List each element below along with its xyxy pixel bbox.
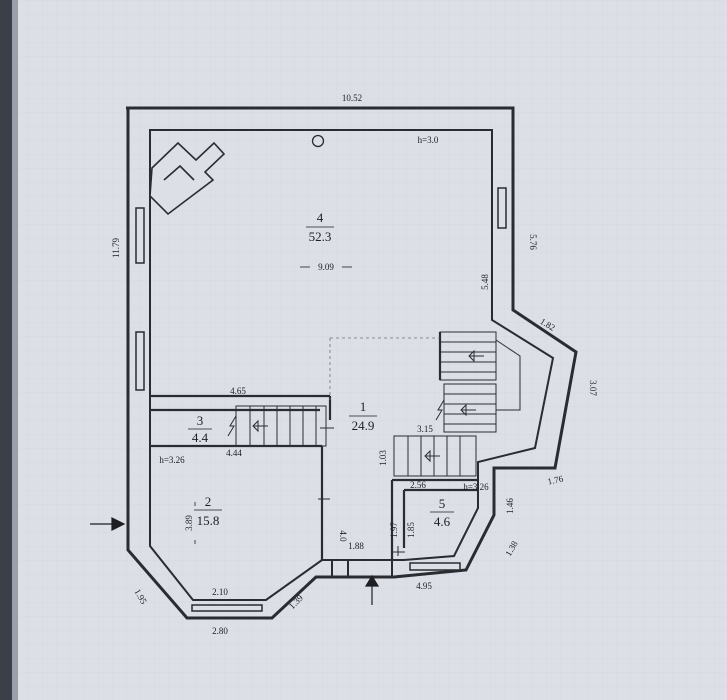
dim-bottom-outer: 2.80 xyxy=(212,626,228,636)
dim-bay-bottom: 1.76 xyxy=(547,473,565,486)
room1-number: 1 xyxy=(360,399,367,414)
dim-bottom-right: 4.95 xyxy=(416,581,432,591)
room4-number: 4 xyxy=(317,210,324,225)
dim-top-width: 10.52 xyxy=(342,93,362,103)
dim-room5-height: 1.85 xyxy=(406,522,416,538)
room5-number: 5 xyxy=(439,496,446,511)
room4-area: 52.3 xyxy=(309,229,332,244)
stair-bay-flights xyxy=(393,331,521,477)
dim-room2-height: 3.89 xyxy=(184,515,194,531)
dim-stair-lower-height: 1.03 xyxy=(378,450,388,466)
section-markers xyxy=(90,517,380,605)
dim-stair-upper-inner: 4.44 xyxy=(226,448,242,458)
dim-inner-width: 9.09 xyxy=(318,262,334,272)
corner-fireplace xyxy=(149,141,226,216)
dim-bottom-inner: 2.10 xyxy=(212,587,228,597)
dim-bay-side: 3.07 xyxy=(588,380,598,396)
stair-bay-arrows-icon xyxy=(424,349,484,463)
column-circle xyxy=(311,134,325,148)
dim-right-upper: 5.76 xyxy=(528,234,538,250)
entry-walls xyxy=(331,560,393,578)
dim-room5-wall: 1.97 xyxy=(389,522,399,538)
room-labels: 4 52.3 1 24.9 3 4.4 2 15.8 5 4.6 xyxy=(188,210,454,529)
dim-room5-width: 2.56 xyxy=(410,480,426,490)
room3-area: 4.4 xyxy=(192,430,209,445)
dim-ceiling-room5: h=3.26 xyxy=(463,482,489,492)
dim-ceiling-room2: h=3.26 xyxy=(159,455,185,465)
room3-number: 3 xyxy=(197,413,204,428)
dim-stair-lower-width: 3.15 xyxy=(417,424,433,434)
room2-number: 2 xyxy=(205,494,212,509)
dim-right-lower: 1.46 xyxy=(505,498,515,514)
binding-edge xyxy=(12,0,18,700)
room2-area: 15.8 xyxy=(197,513,220,528)
stair3-arrow-icon xyxy=(252,419,268,433)
door-ticks xyxy=(318,427,405,556)
dim-ceiling-top: h=3.0 xyxy=(418,135,439,145)
dim-leaders xyxy=(194,266,352,544)
outer-walls xyxy=(126,106,578,620)
dim-entry-depth: 4.0 xyxy=(338,530,348,542)
paper-grid xyxy=(12,0,727,700)
dim-left-height: 11.79 xyxy=(111,238,121,258)
room1-area: 24.9 xyxy=(352,418,375,433)
windows xyxy=(135,187,507,612)
room5-area: 4.6 xyxy=(434,514,451,529)
dimension-labels: 10.52 11.79 9.09 h=3.0 5.76 5.48 1.82 3.… xyxy=(111,93,598,636)
dim-right-inner: 5.48 xyxy=(480,274,490,290)
dim-stair-upper-width: 4.65 xyxy=(230,386,246,396)
dim-entry-width: 1.88 xyxy=(348,541,364,551)
opening-outline xyxy=(329,337,440,400)
